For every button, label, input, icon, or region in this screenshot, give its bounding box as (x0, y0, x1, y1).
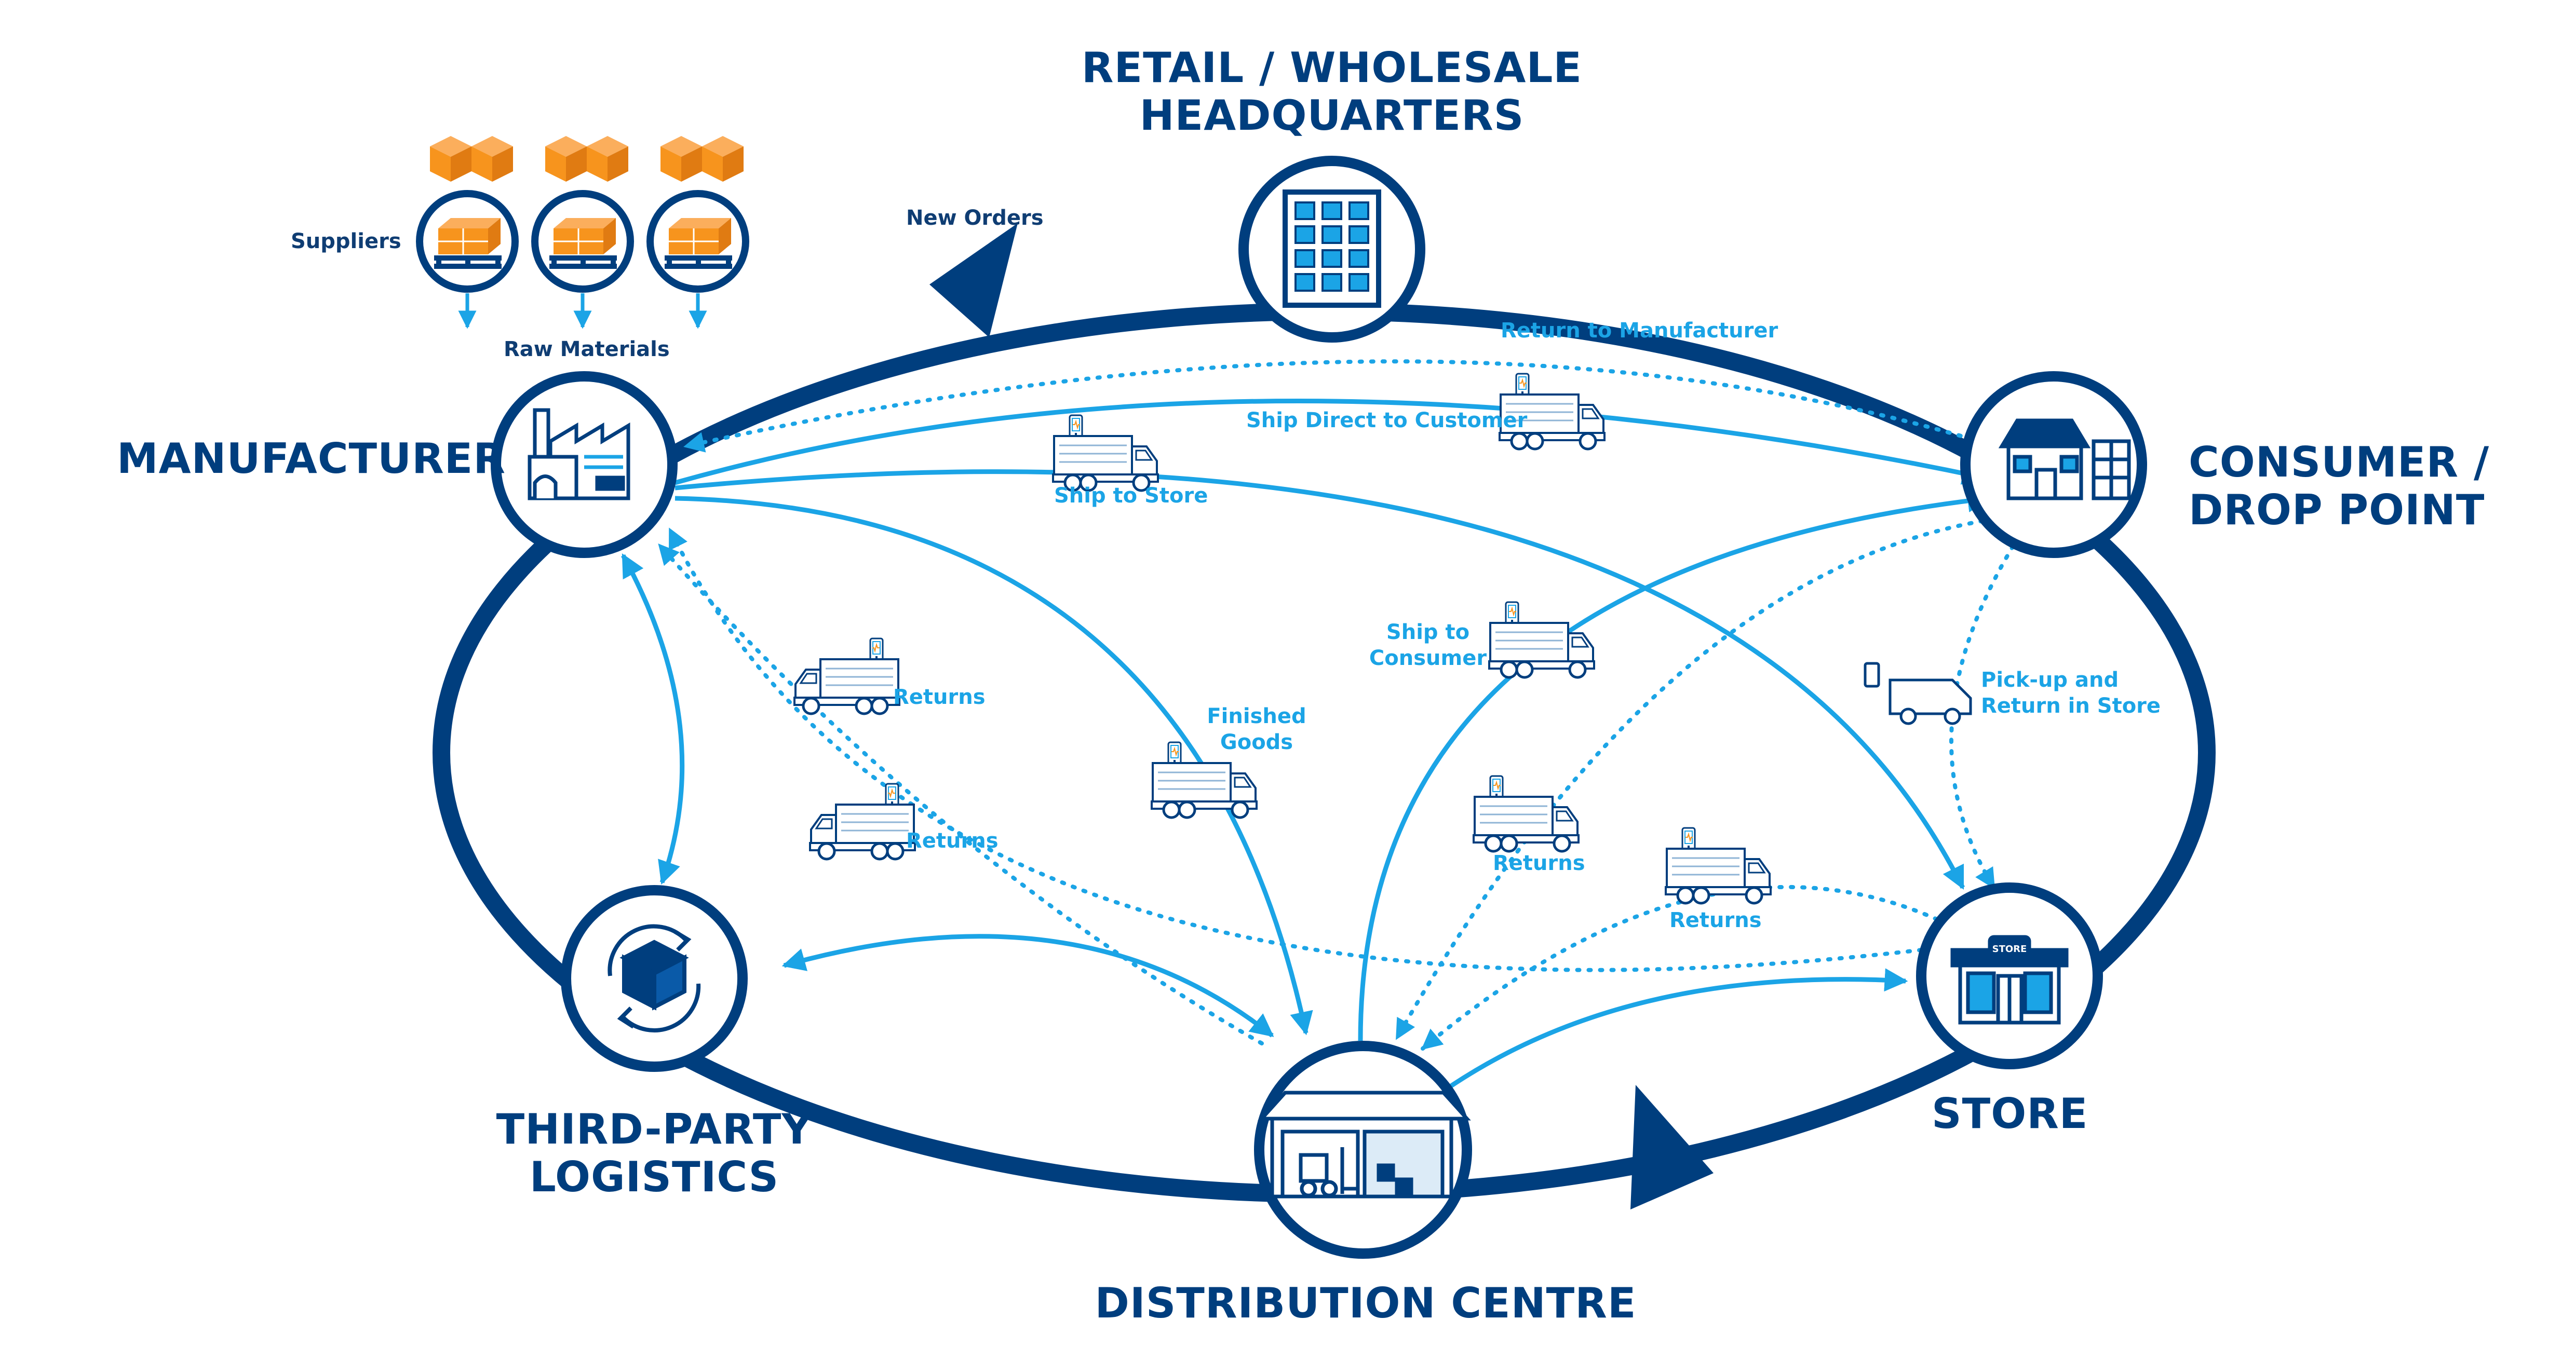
flow-returns-dc-manufacturer (657, 543, 1264, 1045)
third-party-title-line2: LOGISTICS (529, 1153, 779, 1201)
node-retail-hq[interactable] (1238, 156, 1425, 343)
warehouse-forklift-icon (1258, 1091, 1471, 1199)
label-return-to-manufacturer: Return to Manufacturer (1501, 319, 1778, 343)
third-party-logistics-title: THIRD-PARTY LOGISTICS (473, 1106, 836, 1201)
label-returns-c: Returns (1493, 851, 1585, 875)
flow-returns-consumer-dc (1395, 517, 1996, 1040)
truck-returns-b-icon (810, 784, 915, 859)
retail-hq-title-line1: RETAIL / WHOLESALE (1081, 44, 1583, 92)
node-third-party-logistics[interactable] (561, 885, 748, 1072)
node-store[interactable]: STORE (1916, 882, 2103, 1069)
flow-return-to-manufacturer (683, 359, 2006, 453)
cycling-box-icon (608, 924, 701, 1032)
van-pickup-icon (1864, 662, 1972, 725)
house-and-parcel-locker-icon (1998, 418, 2131, 500)
flow-returns-store-manufacturer (668, 527, 1923, 972)
retail-hq-title-line2: HEADQUARTERS (1139, 91, 1525, 140)
supplier-cube (545, 136, 587, 182)
label-new-orders: New Orders (906, 206, 1044, 230)
truck-returns-d-icon (1666, 828, 1771, 903)
store-sign-text: STORE (1992, 944, 2027, 955)
flow-finished-goods (675, 496, 1313, 1036)
truck-returns-c-icon (1474, 776, 1579, 851)
label-ship-to-store: Ship to Store (1054, 484, 1208, 508)
office-building-icon (1283, 189, 1381, 308)
label-pickup-return: Pick-up and Return in Store (1981, 668, 2161, 718)
flow-ship-to-store (675, 469, 1965, 890)
supplier-cube (702, 136, 744, 182)
flow-manufacturer-3pl (621, 553, 685, 885)
supplier-cube (471, 136, 513, 182)
store-title: STORE (1932, 1090, 2088, 1138)
label-suppliers: Suppliers (291, 229, 401, 253)
label-returns-d: Returns (1669, 908, 1762, 932)
node-manufacturer[interactable] (491, 371, 678, 558)
flow-3pl-dc (781, 934, 1274, 1038)
flow-ship-to-consumer (1358, 489, 1991, 1041)
third-party-title-line1: THIRD-PARTY (496, 1105, 813, 1153)
flow-ship-direct-to-customer (674, 398, 1986, 485)
storefront-icon (1950, 935, 2069, 1025)
factory-icon (528, 408, 630, 500)
node-distribution-centre[interactable] (1254, 1041, 1472, 1259)
truck-returns-a-icon (794, 638, 899, 714)
consumer-title-line1: CONSUMER / (2189, 438, 2490, 486)
flow-dc-to-store (1447, 968, 1908, 1090)
distribution-centre-title: DISTRIBUTION CENTRE (1095, 1279, 1637, 1327)
consumer-title-line2: DROP POINT (2189, 486, 2485, 534)
label-returns-b: Returns (906, 829, 999, 853)
supplier-cube (660, 136, 702, 182)
supplier-cube (587, 136, 628, 182)
consumer-title: CONSUMER / DROP POINT (2189, 439, 2489, 534)
label-ship-direct-to-customer: Ship Direct to Customer (1246, 409, 1528, 432)
label-finished-goods: Finished Goods (1207, 704, 1306, 754)
loop-arrowhead-top (929, 223, 1018, 337)
label-raw-materials: Raw Materials (504, 337, 670, 361)
suppliers-group (416, 136, 749, 329)
node-consumer[interactable] (1960, 371, 2147, 558)
manufacturer-title: MANUFACTURER (117, 434, 506, 483)
label-ship-to-consumer: Ship to Consumer (1369, 620, 1487, 670)
retail-hq-title: RETAIL / WHOLESALE HEADQUARTERS (1067, 44, 1597, 140)
loop-arrowhead-bottom (1630, 1085, 1714, 1209)
truck-ship-to-store-icon (1053, 415, 1158, 491)
label-returns-a: Returns (893, 685, 986, 709)
supplier-cube (430, 136, 471, 182)
